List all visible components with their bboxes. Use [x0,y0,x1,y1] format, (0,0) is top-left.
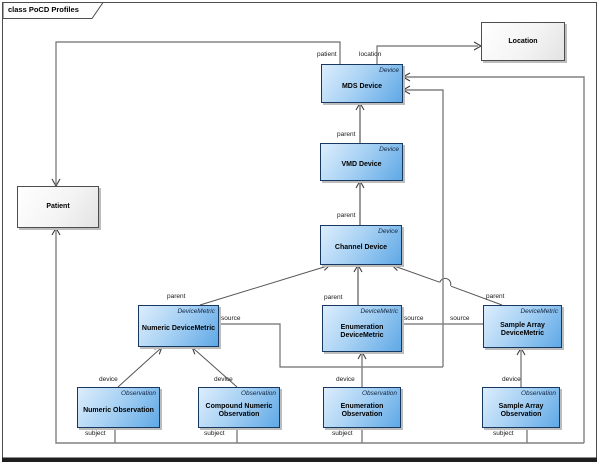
class-node-location[interactable]: Location [481,22,565,61]
edge-enumdm-parent[interactable] [353,263,363,305]
edge-compoundobs-device[interactable] [191,346,238,388]
role-label-device-compoundobs: device [214,376,233,383]
role-label-parent-vmd: parent [337,131,356,138]
class-node-enumeration-devicemetric[interactable]: DeviceMetric Enumeration DeviceMetric [322,305,402,352]
role-label-subject-enumobs: subject [332,430,353,437]
class-node-compound-numeric-observation[interactable]: Observation Compound Numeric Observation [198,387,280,428]
role-label-source-enumdm: source [404,315,424,322]
edge-mds-patient[interactable] [51,41,341,188]
class-node-numeric-observation[interactable]: Observation Numeric Observation [77,387,160,428]
class-name: Sample Array DeviceMetric [500,321,545,337]
edge-sampledm-parent[interactable] [390,263,503,306]
stereotype-label: Device [379,146,399,153]
diagram-title: class PoCD Profiles [8,5,79,14]
class-name: Channel Device [334,244,388,251]
edge-right-trunk[interactable] [401,72,585,443]
role-label-device-sampleobs: device [502,376,521,383]
edge-sampleobs-device[interactable] [516,346,526,387]
edge-subject-trunk[interactable] [51,226,584,444]
edge-vmd-parent[interactable] [355,101,365,143]
role-label-location: location [359,51,382,58]
role-label-subject-numericobs: subject [85,430,106,437]
role-label-parent-numericdm: parent [167,293,186,300]
role-label-source-numericdm: source [221,315,241,322]
class-node-channel-device[interactable]: Device Channel Device [320,225,402,265]
class-name: Location [508,37,538,45]
stereotype-label: Observation [361,390,397,397]
role-label-parent-channel: parent [337,212,356,219]
role-label-source-sampledm: source [450,315,470,322]
class-name: Enumeration DeviceMetric [340,323,384,339]
role-label-subject-compoundobs: subject [204,430,225,437]
stereotype-label: DeviceMetric [177,308,215,315]
edge-enumobs-device[interactable] [357,350,367,387]
edge-mds-location[interactable] [376,41,483,64]
class-name: Patient [46,203,70,210]
stereotype-label: Device [379,67,399,74]
class-name: MDS Device [341,82,383,90]
stereotype-label: Device [378,228,398,235]
role-label-device-numericobs: device [99,376,118,383]
stereotype-label: Observation [520,390,556,397]
edge-numericobs-device[interactable] [117,346,163,388]
class-node-sample-array-devicemetric[interactable]: DeviceMetric Sample Array DeviceMetric [483,305,562,348]
frame-title-tab [2,2,104,19]
class-node-sample-array-observation[interactable]: Observation Sample Array Observation [482,387,560,428]
role-label-parent-enumdm: parent [324,294,343,301]
edge-subject-drops[interactable] [114,428,528,443]
class-name: Sample Array Observation [498,402,544,418]
stereotype-label: Observation [120,390,156,397]
class-name: Compound Numeric Observation [205,402,273,418]
stereotype-label: Observation [240,390,276,397]
stereotype-label: DeviceMetric [360,308,398,315]
role-label-parent-sampledm: parent [486,293,505,300]
class-name: Numeric DeviceMetric [141,325,216,332]
stereotype-label: DeviceMetric [520,308,558,315]
role-label-patient: patient [317,51,337,58]
class-node-enumeration-observation[interactable]: Observation Enumeration Observation [323,387,401,428]
class-node-mds-device[interactable]: Device MDS Device [321,64,403,103]
class-node-vmd-device[interactable]: Device VMD Device [320,143,403,181]
class-node-numeric-devicemetric[interactable]: DeviceMetric Numeric DeviceMetric [138,305,219,347]
class-name: VMD Device [341,161,382,168]
edge-channel-parent[interactable] [355,179,365,225]
role-label-device-enumobs: device [336,376,355,383]
class-name: Numeric Observation [83,406,154,414]
role-label-subject-sampleobs: subject [493,430,514,437]
edge-source-trunk[interactable] [401,85,444,367]
edge-numericdm-parent[interactable] [199,263,332,306]
class-name: Enumeration Observation [340,402,384,418]
class-node-patient[interactable]: Patient [17,186,99,228]
